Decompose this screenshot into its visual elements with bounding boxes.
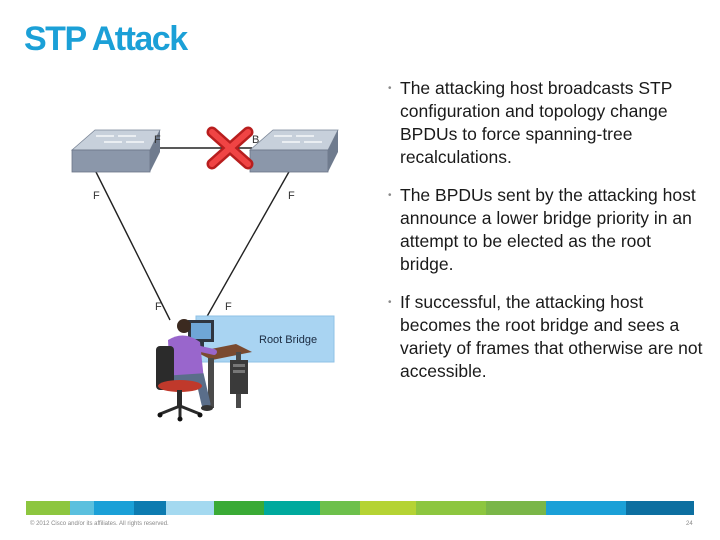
footer-bar-segment <box>264 501 320 515</box>
page-number: 24 <box>686 521 693 527</box>
switch-left <box>70 129 161 173</box>
port-label-right-switch: B <box>252 134 259 146</box>
root-bridge-callout <box>195 315 335 363</box>
slide-title: STP Attack <box>24 20 188 58</box>
bullet-item: • The attacking host broadcasts STP conf… <box>388 77 708 169</box>
office-chair <box>156 346 203 422</box>
red-x-icon <box>206 126 254 170</box>
footer-bar-segment <box>546 501 626 515</box>
bullet-item: • The BPDUs sent by the attacking host a… <box>388 184 708 276</box>
port-label-host-left: F <box>155 301 162 313</box>
footer-bar-segment <box>94 501 134 515</box>
root-bridge-label: Root Bridge <box>259 334 317 346</box>
attacker-workstation <box>188 320 252 408</box>
attacker-person <box>165 319 217 411</box>
bullet-list: • The attacking host broadcasts STP conf… <box>388 77 708 398</box>
footer-bar-segment <box>166 501 214 515</box>
port-label-left-switch: F <box>154 134 161 146</box>
footer-bar-segment <box>134 501 166 515</box>
footer-bar-segment <box>26 501 70 515</box>
footer-bar-segment <box>214 501 264 515</box>
footer-bar-segment <box>70 501 94 515</box>
bullet-item: • If successful, the attacking host beco… <box>388 291 708 383</box>
network-diagram: F B F F F F Root Bridge <box>70 126 339 422</box>
switch-right <box>248 129 339 173</box>
footer-bar-segment <box>320 501 360 515</box>
bullet-dot: • <box>388 190 392 201</box>
link-right-switch-host <box>204 169 291 321</box>
bullet-dot: • <box>388 83 392 94</box>
port-label-left-link-top: F <box>93 190 100 202</box>
footer-bar-segment <box>626 501 694 515</box>
bullet-text: The attacking host broadcasts STP config… <box>400 78 673 167</box>
bullet-dot: • <box>388 297 392 308</box>
port-label-host-right: F <box>225 301 232 313</box>
footer-color-bar <box>26 501 694 515</box>
link-left-switch-host <box>94 169 171 321</box>
footer-bar-segment <box>416 501 486 515</box>
bullet-text: The BPDUs sent by the attacking host ann… <box>400 185 696 274</box>
footer-bar-segment <box>486 501 546 515</box>
port-label-right-link-top: F <box>288 190 295 202</box>
footer-bar-segment <box>360 501 416 515</box>
footer-copyright: © 2012 Cisco and/or its affiliates. All … <box>30 521 169 527</box>
bullet-text: If successful, the attacking host become… <box>400 292 703 381</box>
